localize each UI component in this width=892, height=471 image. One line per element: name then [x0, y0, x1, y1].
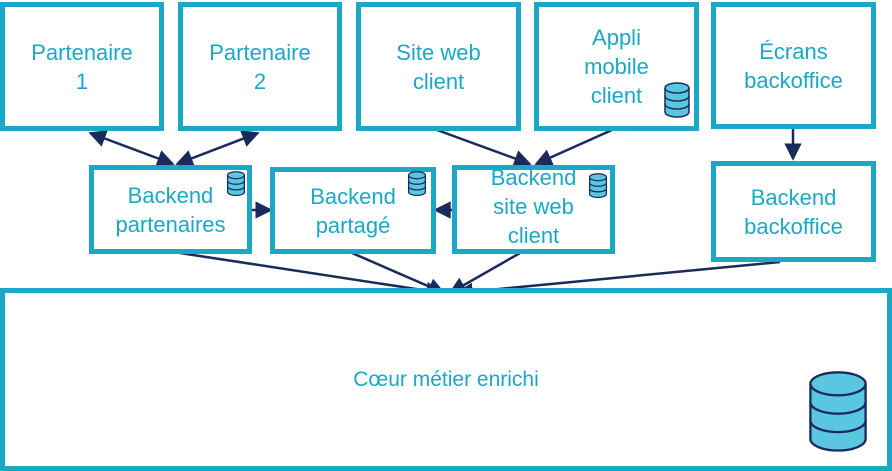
node-label: Backend partagé: [310, 183, 396, 238]
arrow-appli-mobile-backend-site-web: [534, 128, 613, 166]
arrow-partenaire2-backend-partenaires: [175, 130, 260, 167]
database-icon: [809, 371, 867, 452]
node-label: Backend site web client: [490, 165, 577, 248]
node-label: Appli mobile client: [584, 25, 649, 108]
node-label: Écrans backoffice: [744, 38, 843, 93]
database-icon: [407, 171, 427, 197]
arrow-backend-partage-coeur: [351, 251, 446, 295]
node-label: Partenaire 2: [209, 39, 311, 94]
node-partenaire-2: Partenaire 2: [178, 2, 342, 131]
node-ecrans-backoffice: Écrans backoffice: [711, 2, 876, 129]
arrow-backend-partenaires-coeur: [179, 251, 444, 300]
node-label: Cœur métier enrichi: [353, 368, 539, 391]
node-backend-backoffice: Backend backoffice: [711, 161, 876, 262]
node-coeur-metier-enrichi: Cœur métier enrichi: [0, 288, 892, 471]
node-label: Backend partenaires: [115, 182, 226, 237]
arrow-site-web-backend-site-web: [436, 128, 532, 167]
database-icon: [588, 173, 608, 199]
arrow-backend-backoffice-coeur: [455, 260, 781, 301]
node-partenaire-1: Partenaire 1: [0, 2, 164, 131]
arrow-partenaire1-backend-partenaires: [88, 130, 175, 167]
node-backend-site-web-client: Backend site web client: [452, 165, 615, 254]
node-backend-partenaires: Backend partenaires: [89, 165, 252, 254]
node-site-web-client: Site web client: [356, 2, 521, 131]
node-label: Partenaire 1: [31, 39, 133, 94]
database-icon: [664, 82, 690, 118]
node-label: Backend backoffice: [744, 184, 843, 239]
node-label: Site web client: [396, 39, 481, 94]
database-icon: [226, 171, 246, 197]
